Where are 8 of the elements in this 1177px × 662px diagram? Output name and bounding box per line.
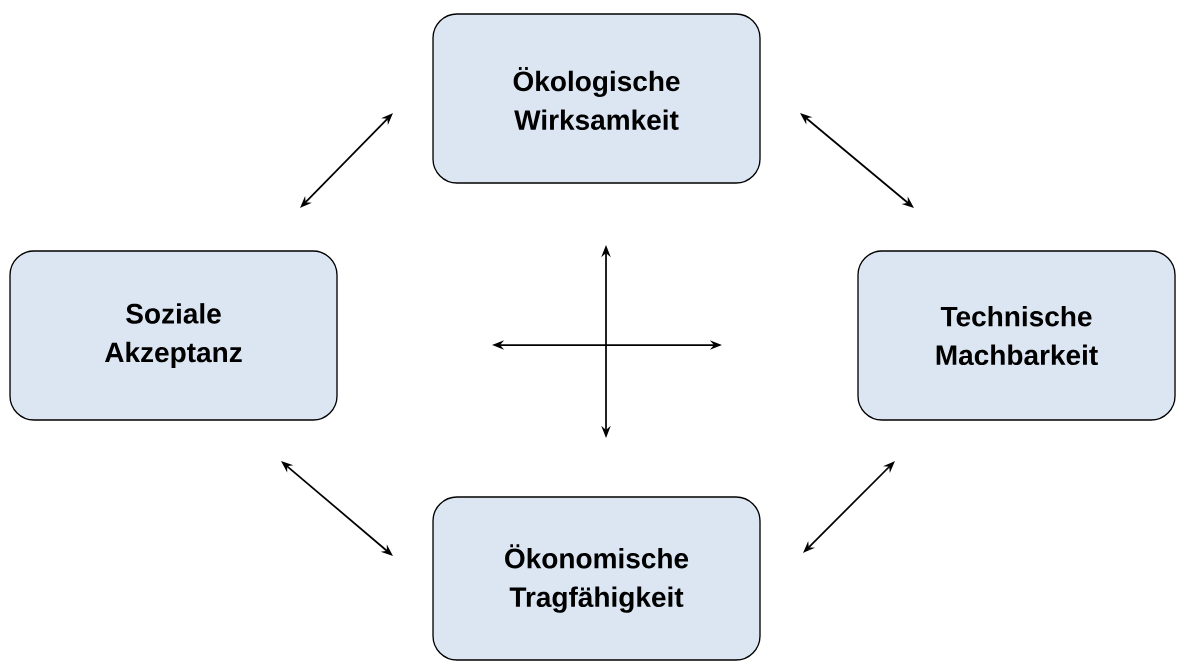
arrow <box>300 113 393 208</box>
process-box: Technische Machbarkeit <box>857 250 1176 421</box>
process-box: Ökonomische Tragfähigkeit <box>432 496 761 661</box>
arrow <box>281 461 393 556</box>
arrow <box>800 113 914 208</box>
arrow <box>803 461 895 553</box>
process-box: Soziale Akzeptanz <box>9 250 338 421</box>
process-box: Ökologische Wirksamkeit <box>432 13 761 184</box>
